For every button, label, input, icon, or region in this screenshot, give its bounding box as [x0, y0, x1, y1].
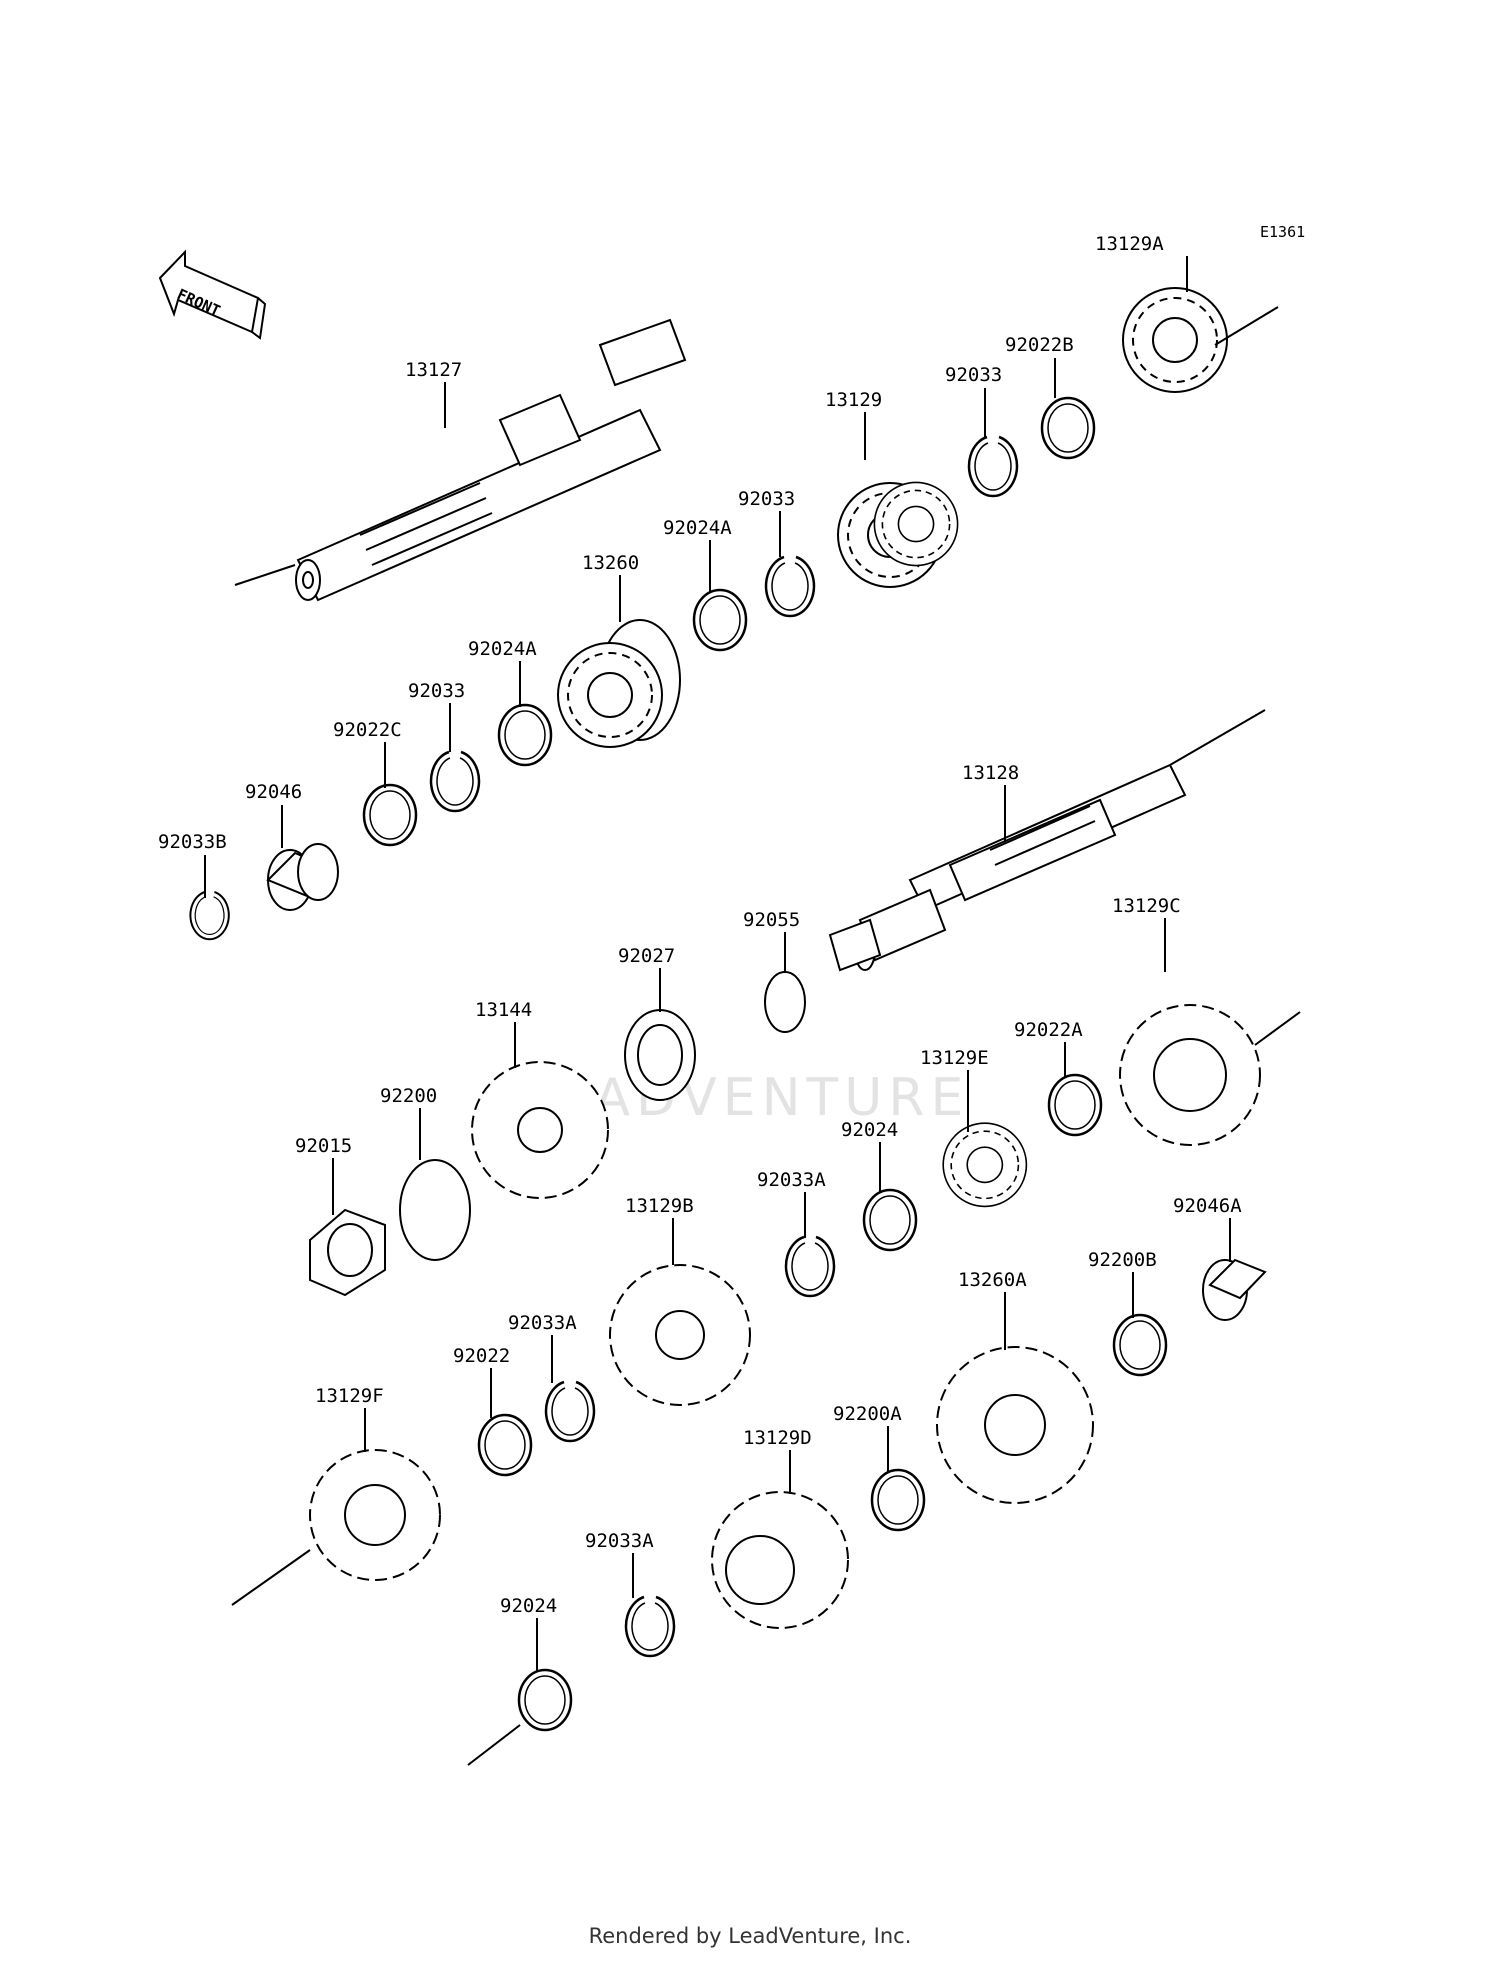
label-92022C[interactable]: 92022C	[333, 719, 402, 741]
label-13128[interactable]: 13128	[962, 762, 1019, 784]
label-92200[interactable]: 92200	[380, 1085, 437, 1107]
circlip-92033-c	[429, 750, 481, 813]
gear-13260	[557, 619, 681, 748]
label-92022A[interactable]: 92022A	[1014, 1019, 1083, 1041]
bearing-92046A	[1202, 1258, 1267, 1321]
leader-lines	[204, 256, 1231, 1672]
circlip-92033-b	[764, 555, 816, 618]
circlip-92033A-b	[544, 1380, 596, 1443]
gear-13129B	[609, 1264, 751, 1406]
label-13127[interactable]: 13127	[405, 359, 462, 381]
gear-13260A	[936, 1346, 1094, 1504]
ring-92022A	[1047, 1073, 1103, 1137]
label-92015[interactable]: 92015	[295, 1135, 352, 1157]
bearing-92046	[266, 843, 339, 911]
ring-92022B	[1040, 396, 1096, 460]
diagram-ref-code: E1361	[1260, 223, 1305, 241]
label-92033A-a[interactable]: 92033A	[757, 1169, 826, 1191]
mainshaft-13127	[234, 318, 687, 602]
label-13129D[interactable]: 13129D	[743, 1427, 812, 1449]
label-92033-c[interactable]: 92033	[408, 680, 465, 702]
label-13144[interactable]: 13144	[475, 999, 532, 1021]
gear-13129C	[1119, 1004, 1301, 1146]
collar-92027	[624, 1009, 696, 1101]
circlip-92033B	[189, 890, 230, 941]
ring-92200B	[1112, 1313, 1168, 1377]
label-13129C[interactable]: 13129C	[1112, 895, 1181, 917]
part-labels: 13127 13129A 92022B 92033 13129 92033 92…	[158, 233, 1242, 1617]
circlip-92033A-a	[784, 1235, 836, 1298]
label-13129E[interactable]: 13129E	[920, 1047, 989, 1069]
gear-13129D	[711, 1491, 849, 1629]
label-92027[interactable]: 92027	[618, 945, 675, 967]
label-92022B[interactable]: 92022B	[1005, 334, 1074, 356]
label-92024A-a[interactable]: 92024A	[663, 517, 732, 539]
oring-92055	[764, 971, 806, 1033]
label-92046A[interactable]: 92046A	[1173, 1195, 1242, 1217]
ring-92022C	[362, 783, 418, 847]
circlip-92033A-c	[624, 1595, 676, 1658]
label-13129A[interactable]: 13129A	[1095, 233, 1164, 255]
countershaft-13128	[828, 709, 1266, 972]
label-13129[interactable]: 13129	[825, 389, 882, 411]
nut-92015	[309, 1208, 386, 1297]
sprocket-13144	[471, 1061, 609, 1199]
washer-92024A-a	[692, 588, 748, 652]
label-92200B[interactable]: 92200B	[1088, 1249, 1157, 1271]
label-13260A[interactable]: 13260A	[958, 1269, 1027, 1291]
label-92024A-b[interactable]: 92024A	[468, 638, 537, 660]
label-92200A[interactable]: 92200A	[833, 1403, 902, 1425]
label-13260[interactable]: 13260	[582, 552, 639, 574]
label-13129F[interactable]: 13129F	[315, 1385, 384, 1407]
label-92024-a[interactable]: 92024	[841, 1119, 898, 1141]
washer-92024-a	[862, 1188, 918, 1252]
ring-92022	[477, 1413, 533, 1477]
ring-92200A	[870, 1468, 926, 1532]
lockwasher-92200	[399, 1159, 471, 1261]
gear-13129E	[942, 1122, 1028, 1208]
gear-13129A	[1122, 287, 1228, 393]
washer-92024-b	[467, 1668, 573, 1766]
gear-13129F	[231, 1449, 441, 1606]
label-92024-b[interactable]: 92024	[500, 1595, 557, 1617]
label-92033-b[interactable]: 92033	[738, 488, 795, 510]
front-arrow-icon: FRONT	[158, 249, 267, 340]
label-92033A-b[interactable]: 92033A	[508, 1312, 577, 1334]
label-92055[interactable]: 92055	[743, 909, 800, 931]
label-92022[interactable]: 92022	[453, 1345, 510, 1367]
circlip-92033-a	[967, 435, 1019, 498]
washer-92024A-b	[497, 703, 553, 767]
label-92033B[interactable]: 92033B	[158, 831, 227, 853]
gear-13129	[837, 481, 959, 588]
label-92033-a[interactable]: 92033	[945, 364, 1002, 386]
footer-credit: Rendered by LeadVenture, Inc.	[588, 1924, 912, 1948]
label-92046[interactable]: 92046	[245, 781, 302, 803]
label-92033A-c[interactable]: 92033A	[585, 1530, 654, 1552]
label-13129B[interactable]: 13129B	[625, 1195, 694, 1217]
